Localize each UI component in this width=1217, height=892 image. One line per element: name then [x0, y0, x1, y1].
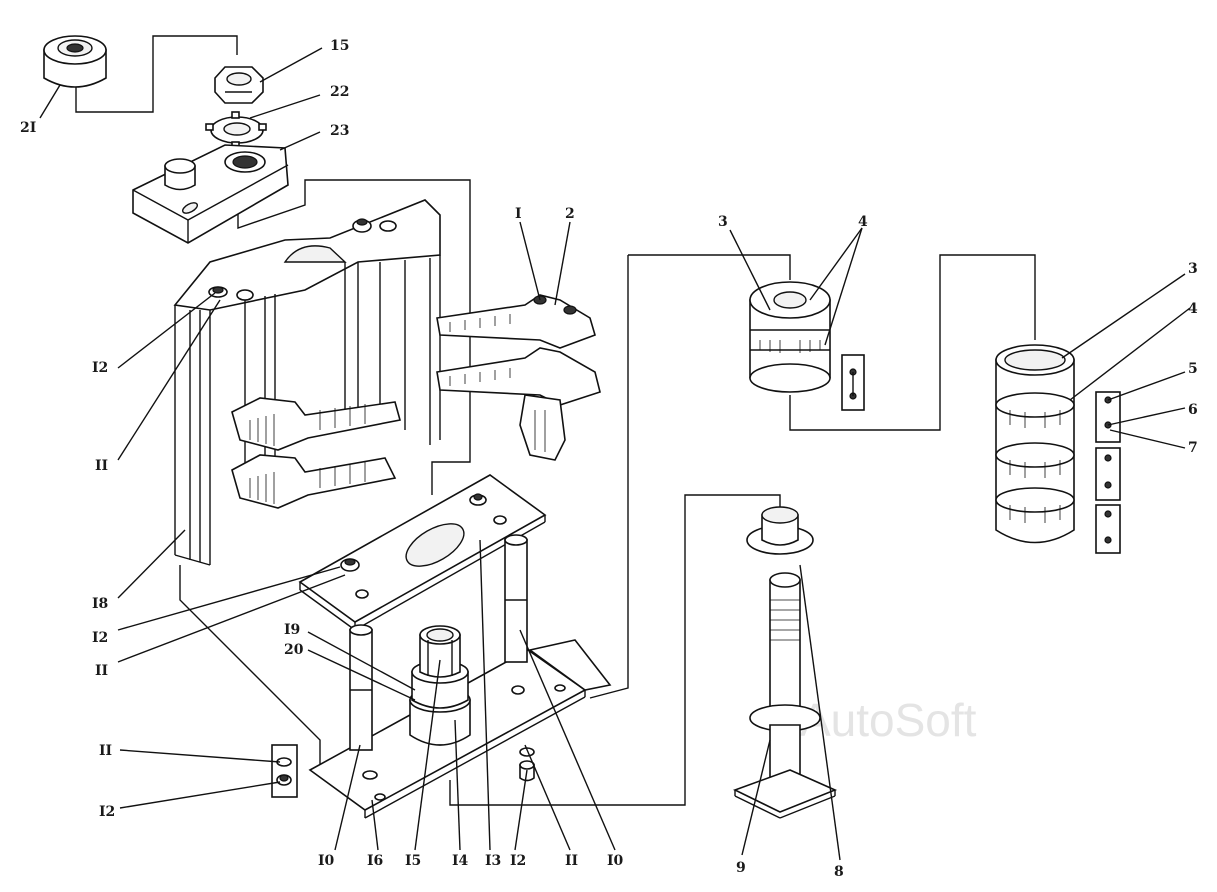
part-3-7-stacked-coil [995, 344, 1121, 554]
part-18-housing [173, 199, 441, 566]
callout-6: 6 [1188, 402, 1198, 418]
callout-18: I8 [92, 596, 108, 612]
callout-4-right: 4 [1188, 301, 1198, 317]
watermark: AutoSoft [800, 694, 977, 746]
part-15-hex-nut [214, 66, 264, 104]
callout-16: I6 [367, 853, 383, 869]
part-10-columns [349, 534, 528, 751]
callout-13: I3 [485, 853, 501, 869]
callout-20: 20 [284, 642, 304, 658]
part-22-lock-washer [205, 111, 267, 149]
callout-10-left: I0 [318, 853, 335, 869]
connector-lines [75, 35, 1036, 806]
callout-12-bot: I2 [99, 804, 115, 820]
callout-11-bot: II [99, 743, 112, 759]
part-21-cap [43, 35, 107, 88]
callout-23: 23 [330, 123, 349, 139]
callout-3-mid: 3 [718, 214, 728, 230]
inner-contact-assembly [231, 397, 402, 509]
part-3-4-coil [749, 281, 865, 411]
callout-11-b2: II [565, 853, 578, 869]
callout-12-b2: I2 [510, 853, 526, 869]
callout-12-mid: I2 [92, 630, 108, 646]
callout-12-top: I2 [92, 360, 108, 376]
callout-7: 7 [1188, 440, 1198, 456]
callout-19: I9 [284, 622, 300, 638]
leader-lines [39, 47, 1191, 861]
part-1-2-contacts [436, 294, 601, 461]
callout-22: 22 [330, 84, 349, 100]
callout-5: 5 [1188, 361, 1198, 377]
callout-14: I4 [452, 853, 469, 869]
callout-21: 2I [20, 120, 36, 136]
callout-15-bottom: I5 [405, 853, 421, 869]
callout-4-mid: 4 [858, 214, 868, 230]
callout-11-top: II [95, 458, 108, 474]
callout-labels: 2I 15 22 23 I2 II I8 I2 II I9 20 II I2 I… [20, 38, 1198, 880]
callout-8: 8 [834, 864, 844, 880]
callout-1: I [515, 206, 522, 222]
callout-2: 2 [565, 206, 575, 222]
callout-15: 15 [330, 38, 349, 54]
callout-11-mid: II [95, 663, 108, 679]
callout-3-right: 3 [1188, 261, 1198, 277]
part-14-15-bushing [409, 625, 471, 746]
callout-9: 9 [736, 860, 746, 876]
part-8-9-post [732, 506, 838, 819]
part-23-base-plate [132, 144, 289, 244]
callout-10-right: I0 [607, 853, 624, 869]
